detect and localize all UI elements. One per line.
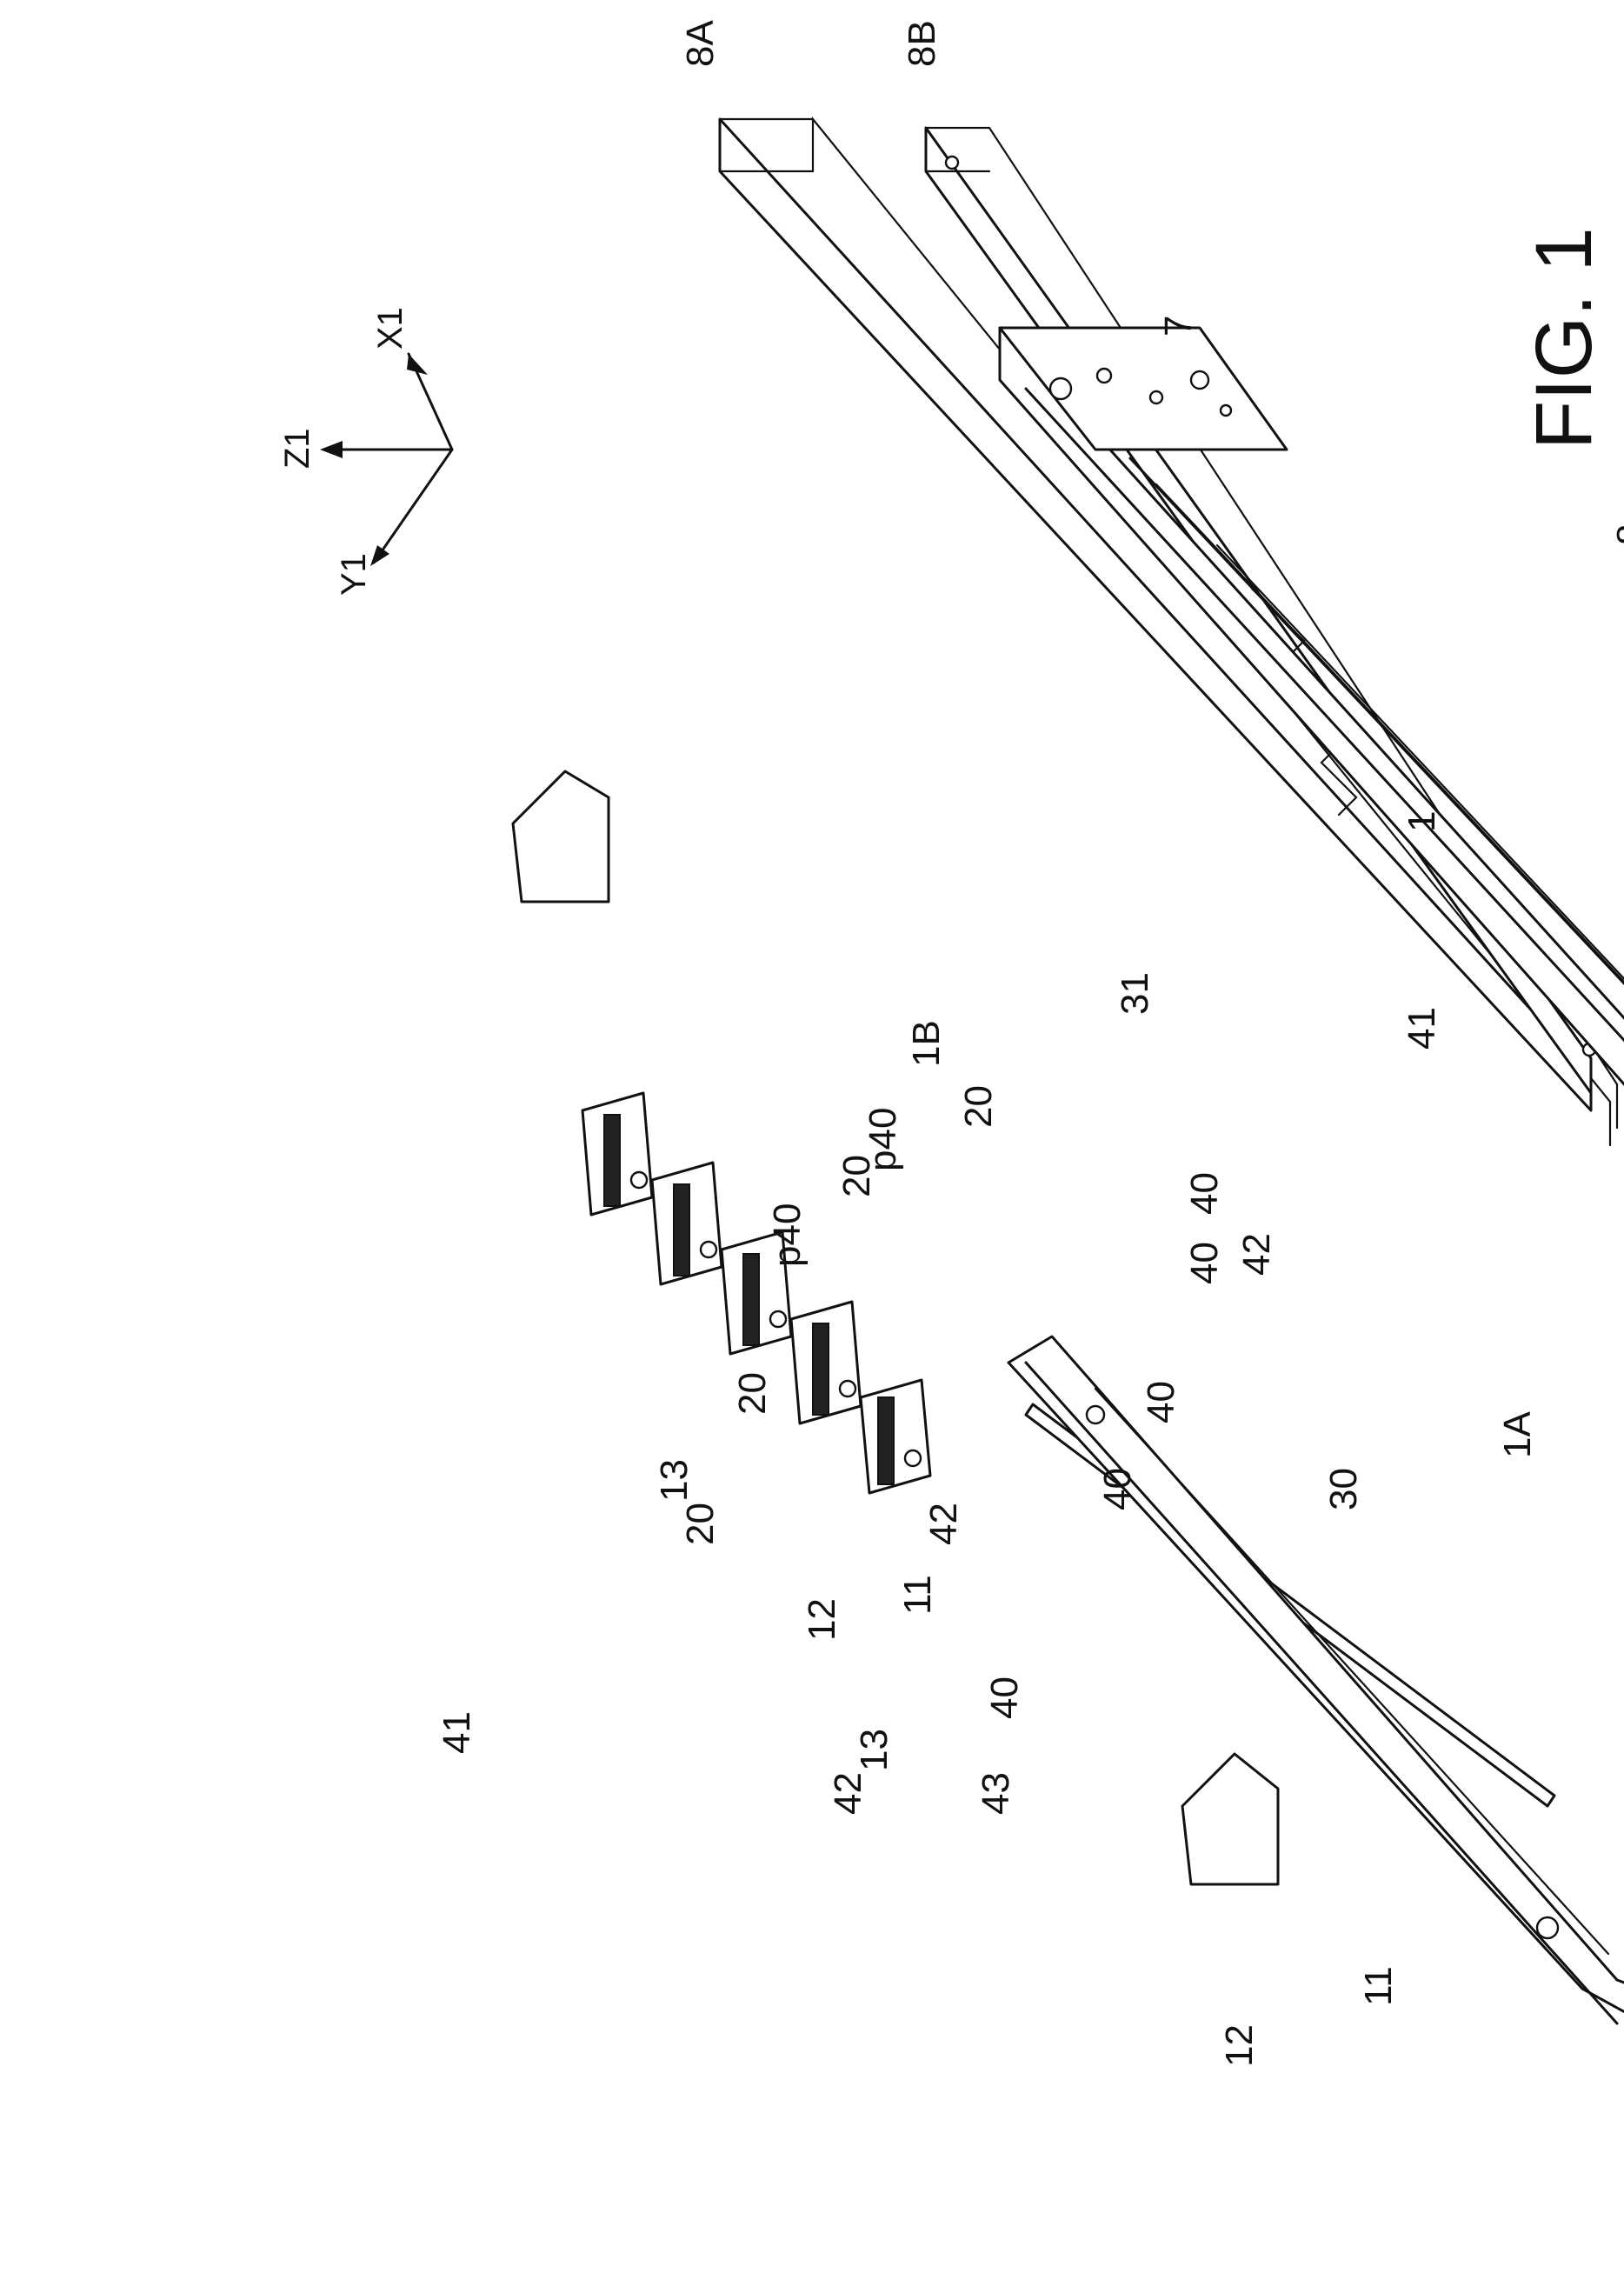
ref-30: 30 <box>1322 1468 1365 1510</box>
axis-triad: X1 Z1 Y1 <box>278 307 452 596</box>
ref-20-d: 20 <box>957 1085 1000 1128</box>
ref-1a: 1A <box>1496 1411 1539 1458</box>
ref-42-b: 42 <box>922 1503 965 1545</box>
ref-42-a: 42 <box>827 1772 869 1815</box>
blade-assembly <box>582 1093 1554 1806</box>
ref-1b: 1B <box>905 1020 948 1067</box>
axis-y1-arrow <box>374 450 452 563</box>
ref-40-d: 40 <box>1183 1242 1226 1284</box>
axis-y1-arrowhead <box>370 545 389 566</box>
end-cap-left <box>1182 1754 1278 1884</box>
ref-8b: 8B <box>901 20 943 67</box>
ref-p40-a: p40 <box>766 1203 809 1267</box>
ref-7: 7 <box>1157 316 1200 337</box>
axis-z1-arrowhead <box>320 441 343 458</box>
ref-40-a: 40 <box>983 1676 1026 1719</box>
ref-31: 31 <box>1114 972 1156 1015</box>
blade-unit-5 <box>582 1093 652 1215</box>
ref-40-b: 40 <box>1096 1468 1139 1510</box>
ref-p40-b: p40 <box>862 1108 904 1171</box>
ref-40-c: 40 <box>1140 1381 1182 1423</box>
ref-12-bottom: 12 <box>1218 2024 1261 2067</box>
figure-title: FIG. 1 <box>1520 227 1608 450</box>
blade-unit-1 <box>861 1380 930 1493</box>
axis-x1-label: X1 <box>371 307 409 350</box>
ref-41-right: 41 <box>1401 1007 1443 1050</box>
blade-unit-4 <box>652 1163 722 1284</box>
ref-20-a: 20 <box>679 1503 722 1545</box>
ref-20-b: 20 <box>731 1372 774 1415</box>
ref-13-top: 13 <box>653 1459 696 1502</box>
blade-unit-2 <box>791 1302 861 1423</box>
ref-8a: 8A <box>679 20 722 67</box>
end-cap-right <box>513 771 609 902</box>
cover-bar-8b <box>926 128 1591 1093</box>
ref-42-c: 42 <box>1235 1233 1278 1276</box>
ref-12-top: 12 <box>801 1598 843 1641</box>
ref-40-e: 40 <box>1183 1172 1226 1215</box>
ref-11-top: 11 <box>896 1575 939 1615</box>
ref-41-left: 41 <box>436 1711 478 1754</box>
ref-1: 1 <box>1401 811 1443 832</box>
cover-8 <box>720 119 1617 1145</box>
ref-13-bottom: 13 <box>853 1729 895 1771</box>
ref-43: 43 <box>975 1772 1017 1815</box>
ref-8: 8 <box>1609 524 1624 545</box>
axis-z1-label: Z1 <box>278 428 316 469</box>
axis-x1-arrowhead <box>407 354 428 375</box>
ref-11-bottom: 11 <box>1357 1966 1400 2006</box>
axis-y1-label: Y1 <box>335 553 373 596</box>
cover-bar-8a <box>720 119 1591 1110</box>
